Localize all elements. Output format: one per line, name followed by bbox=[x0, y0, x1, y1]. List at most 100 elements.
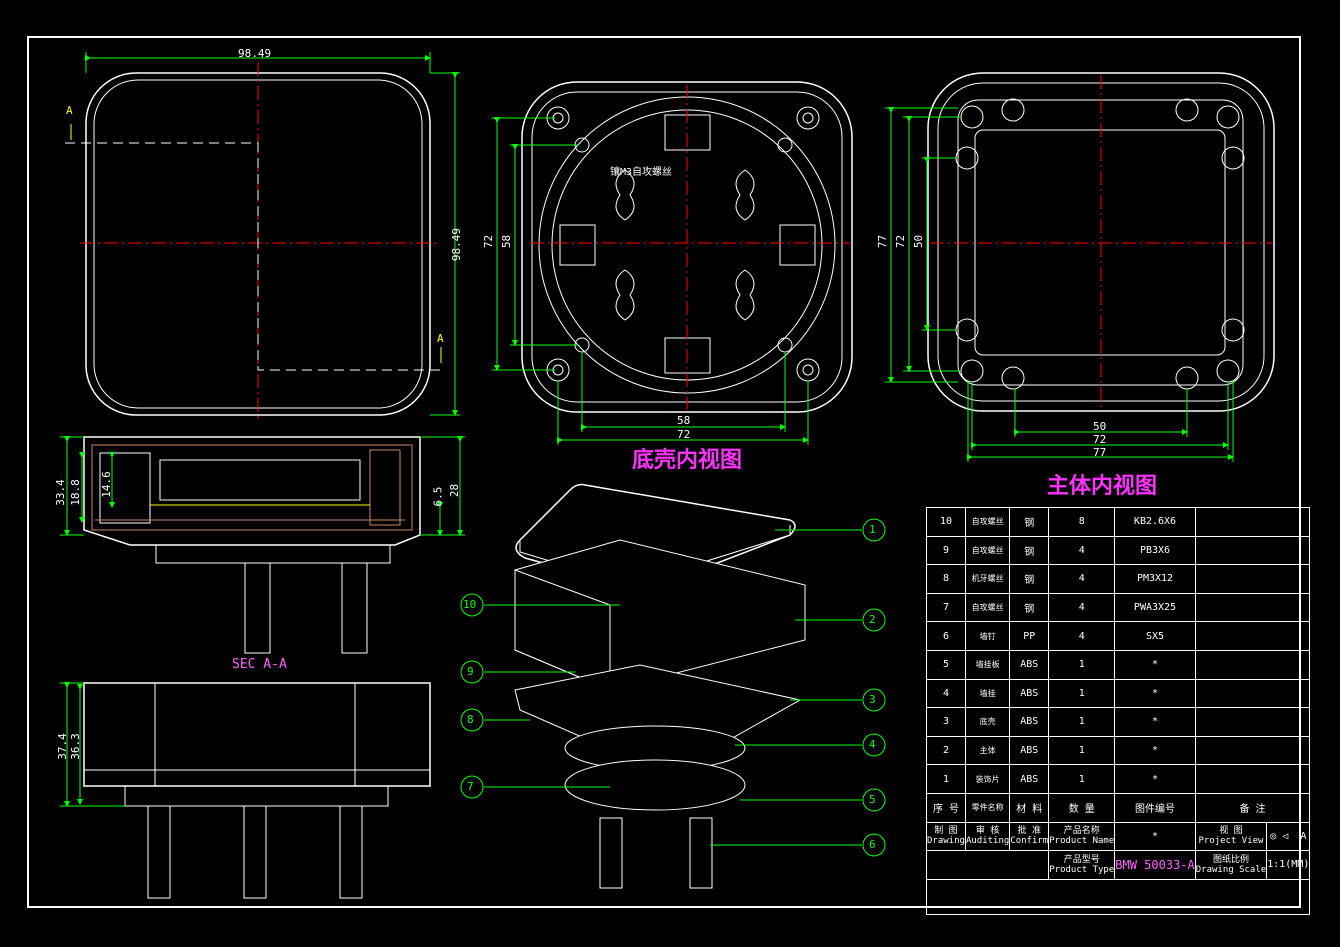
body-inner-view bbox=[885, 72, 1275, 462]
bom-cell-part: PM3X12 bbox=[1114, 564, 1196, 594]
section-label: SEC A-A bbox=[232, 657, 287, 672]
bom-cell-name: 底壳 bbox=[964, 707, 1011, 737]
bom-cell-name: 机牙螺丝 bbox=[964, 564, 1011, 594]
blank-cell bbox=[925, 850, 1050, 880]
drawing-border bbox=[27, 36, 1301, 908]
bom-cell-material: ABS bbox=[1009, 649, 1050, 680]
scale-value: 1:1(MM) bbox=[1266, 850, 1311, 880]
dim-top-width: 98.49 bbox=[238, 47, 272, 60]
bom-cell-part: * bbox=[1114, 735, 1196, 766]
bom-cell-material: PP bbox=[1009, 621, 1050, 651]
bom-cell-qty: 4 bbox=[1048, 535, 1116, 566]
bom-cell-part: PWA3X25 bbox=[1114, 592, 1196, 623]
bom-cell-name: 墙钉 bbox=[964, 621, 1011, 651]
bom-cell-remark bbox=[1194, 707, 1311, 737]
bom-cell-no: 1 bbox=[926, 764, 966, 794]
bom-cell-no: 8 bbox=[926, 564, 966, 594]
bom-cell-part: SX5 bbox=[1114, 621, 1196, 651]
bom-cell-material: ABS bbox=[1009, 764, 1050, 794]
dim-base-h2: 58 bbox=[500, 234, 514, 249]
balloon-9: 9 bbox=[467, 665, 474, 678]
bom-cell-no: 5 bbox=[926, 649, 966, 680]
bom-cell-no: 6 bbox=[926, 621, 966, 651]
balloon-8: 8 bbox=[467, 713, 474, 726]
section-marker-top: A bbox=[66, 104, 73, 117]
hdr-part: 图件编号 bbox=[1114, 792, 1196, 823]
hdr-qty: 数 量 bbox=[1048, 792, 1116, 823]
bom-cell-material: ABS bbox=[1009, 707, 1050, 737]
bom-cell-qty: 1 bbox=[1048, 707, 1116, 737]
bom-cell-part: * bbox=[1114, 764, 1196, 794]
bom-cell-part: * bbox=[1114, 649, 1196, 680]
bom-cell-remark bbox=[1194, 764, 1311, 794]
bom-cell-remark bbox=[1194, 678, 1311, 709]
hdr-no: 序 号 bbox=[926, 792, 966, 823]
bom-cell-part: * bbox=[1114, 707, 1196, 737]
bom-cell-qty: 1 bbox=[1048, 735, 1116, 766]
hdr-remark: 备 注 bbox=[1194, 792, 1311, 823]
bom-cell-part: PB3X6 bbox=[1114, 535, 1196, 566]
bom-cell-name: 自攻螺丝 bbox=[964, 507, 1011, 537]
base-inner-view bbox=[492, 81, 853, 445]
bom-cell-no: 3 bbox=[926, 707, 966, 737]
bom-cell-remark bbox=[1194, 735, 1311, 766]
hdr-material: 材 料 bbox=[1009, 792, 1050, 823]
base-note: 镶M3自攻螺丝 bbox=[610, 167, 673, 178]
dim-base-w2: 72 bbox=[677, 428, 691, 441]
bom-cell-name: 自攻螺丝 bbox=[964, 592, 1011, 623]
bom-cell-name: 装饰片 bbox=[964, 764, 1011, 794]
bom-cell-remark bbox=[1194, 649, 1311, 680]
dim-sec-h1: 33.4 bbox=[53, 479, 67, 506]
bom-cell-name: 自攻螺丝 bbox=[964, 535, 1011, 566]
bom-cell-no: 4 bbox=[926, 678, 966, 709]
balloon-4: 4 bbox=[869, 738, 876, 751]
balloon-leaders bbox=[484, 529, 862, 846]
dim-top-height: 98.49 bbox=[450, 227, 464, 262]
bom-cell-qty: 1 bbox=[1048, 678, 1116, 709]
dim-sec-h5: 28 bbox=[448, 483, 462, 498]
dim-sec-h2: 18.8 bbox=[68, 479, 82, 506]
balloon-2: 2 bbox=[869, 613, 876, 626]
bom-cell-remark bbox=[1194, 564, 1311, 594]
bom-footer-row-3 bbox=[925, 878, 1311, 915]
bom-cell-no: 2 bbox=[926, 735, 966, 766]
dim-base-h1: 72 bbox=[482, 234, 496, 249]
bom-cell-material: 钢 bbox=[1009, 592, 1050, 623]
bom-cell-qty: 1 bbox=[1048, 649, 1116, 680]
section-view bbox=[60, 436, 465, 654]
pname-value: * bbox=[1114, 821, 1196, 852]
dim-sec-h4: 6.5 bbox=[431, 486, 445, 507]
side-view bbox=[60, 682, 431, 899]
bom-cell-material: ABS bbox=[1009, 735, 1050, 766]
bom-cell-material: 钢 bbox=[1009, 535, 1050, 566]
dim-side-h1: 37.4 bbox=[55, 733, 69, 760]
section-marker-bottom: A bbox=[437, 332, 444, 345]
balloon-6: 6 bbox=[869, 838, 876, 851]
balloons bbox=[460, 518, 886, 857]
ptype-value: BMW 50033-A bbox=[1114, 850, 1196, 880]
balloon-3: 3 bbox=[869, 693, 876, 706]
dim-side-h2: 36.3 bbox=[68, 733, 82, 760]
bom-cell-material: ABS bbox=[1009, 678, 1050, 709]
dim-body-h1: 77 bbox=[876, 234, 890, 249]
dim-sec-h3: 14.6 bbox=[99, 471, 113, 498]
bom-cell-no: 9 bbox=[926, 535, 966, 566]
dim-body-w1: 50 bbox=[1093, 420, 1107, 433]
bom-cell-qty: 4 bbox=[1048, 564, 1116, 594]
bom-header-row: 序 号 零件名称 材 料 数 量 图件编号 备 注 bbox=[926, 792, 1311, 823]
